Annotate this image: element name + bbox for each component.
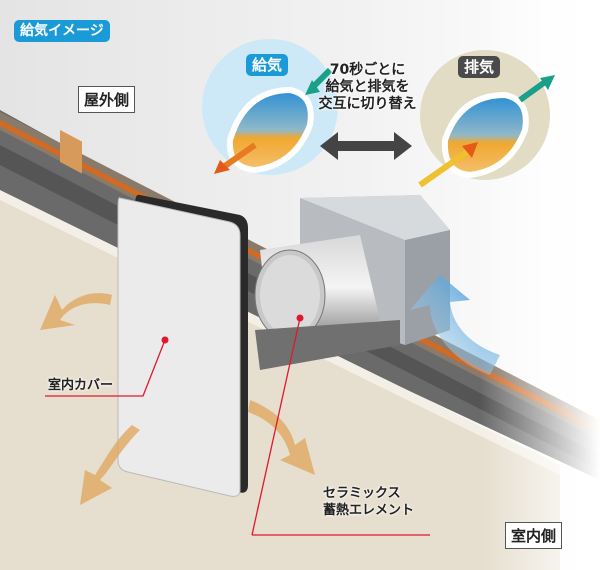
switch-double-arrow [320,132,412,160]
leader-lines [45,317,430,536]
cover-label: 室内カバー [48,378,114,393]
exhaust-badge: 排気 [458,56,501,78]
outdoor-label: 屋外側 [78,86,136,113]
switch-note-line: 給気と排気を [325,79,410,95]
exhaust-diagram [418,50,555,188]
title-badge: 給気イメージ [14,20,110,42]
supply-badge: 給気 [246,54,289,76]
switch-note-line: 70秒ごとに [329,62,406,78]
switch-note: 70秒ごとに 給気と排気を 交互に切り替え [300,62,435,113]
element-label-line: セラミックス [323,486,401,501]
supply-diagram [202,39,338,175]
element-label-line: 蓄熱エレメント [323,503,415,518]
switch-note-line: 交互に切り替え [318,96,417,112]
element-label: セラミックス 蓄熱エレメント [323,485,414,519]
indoor-label: 室内側 [505,522,563,549]
